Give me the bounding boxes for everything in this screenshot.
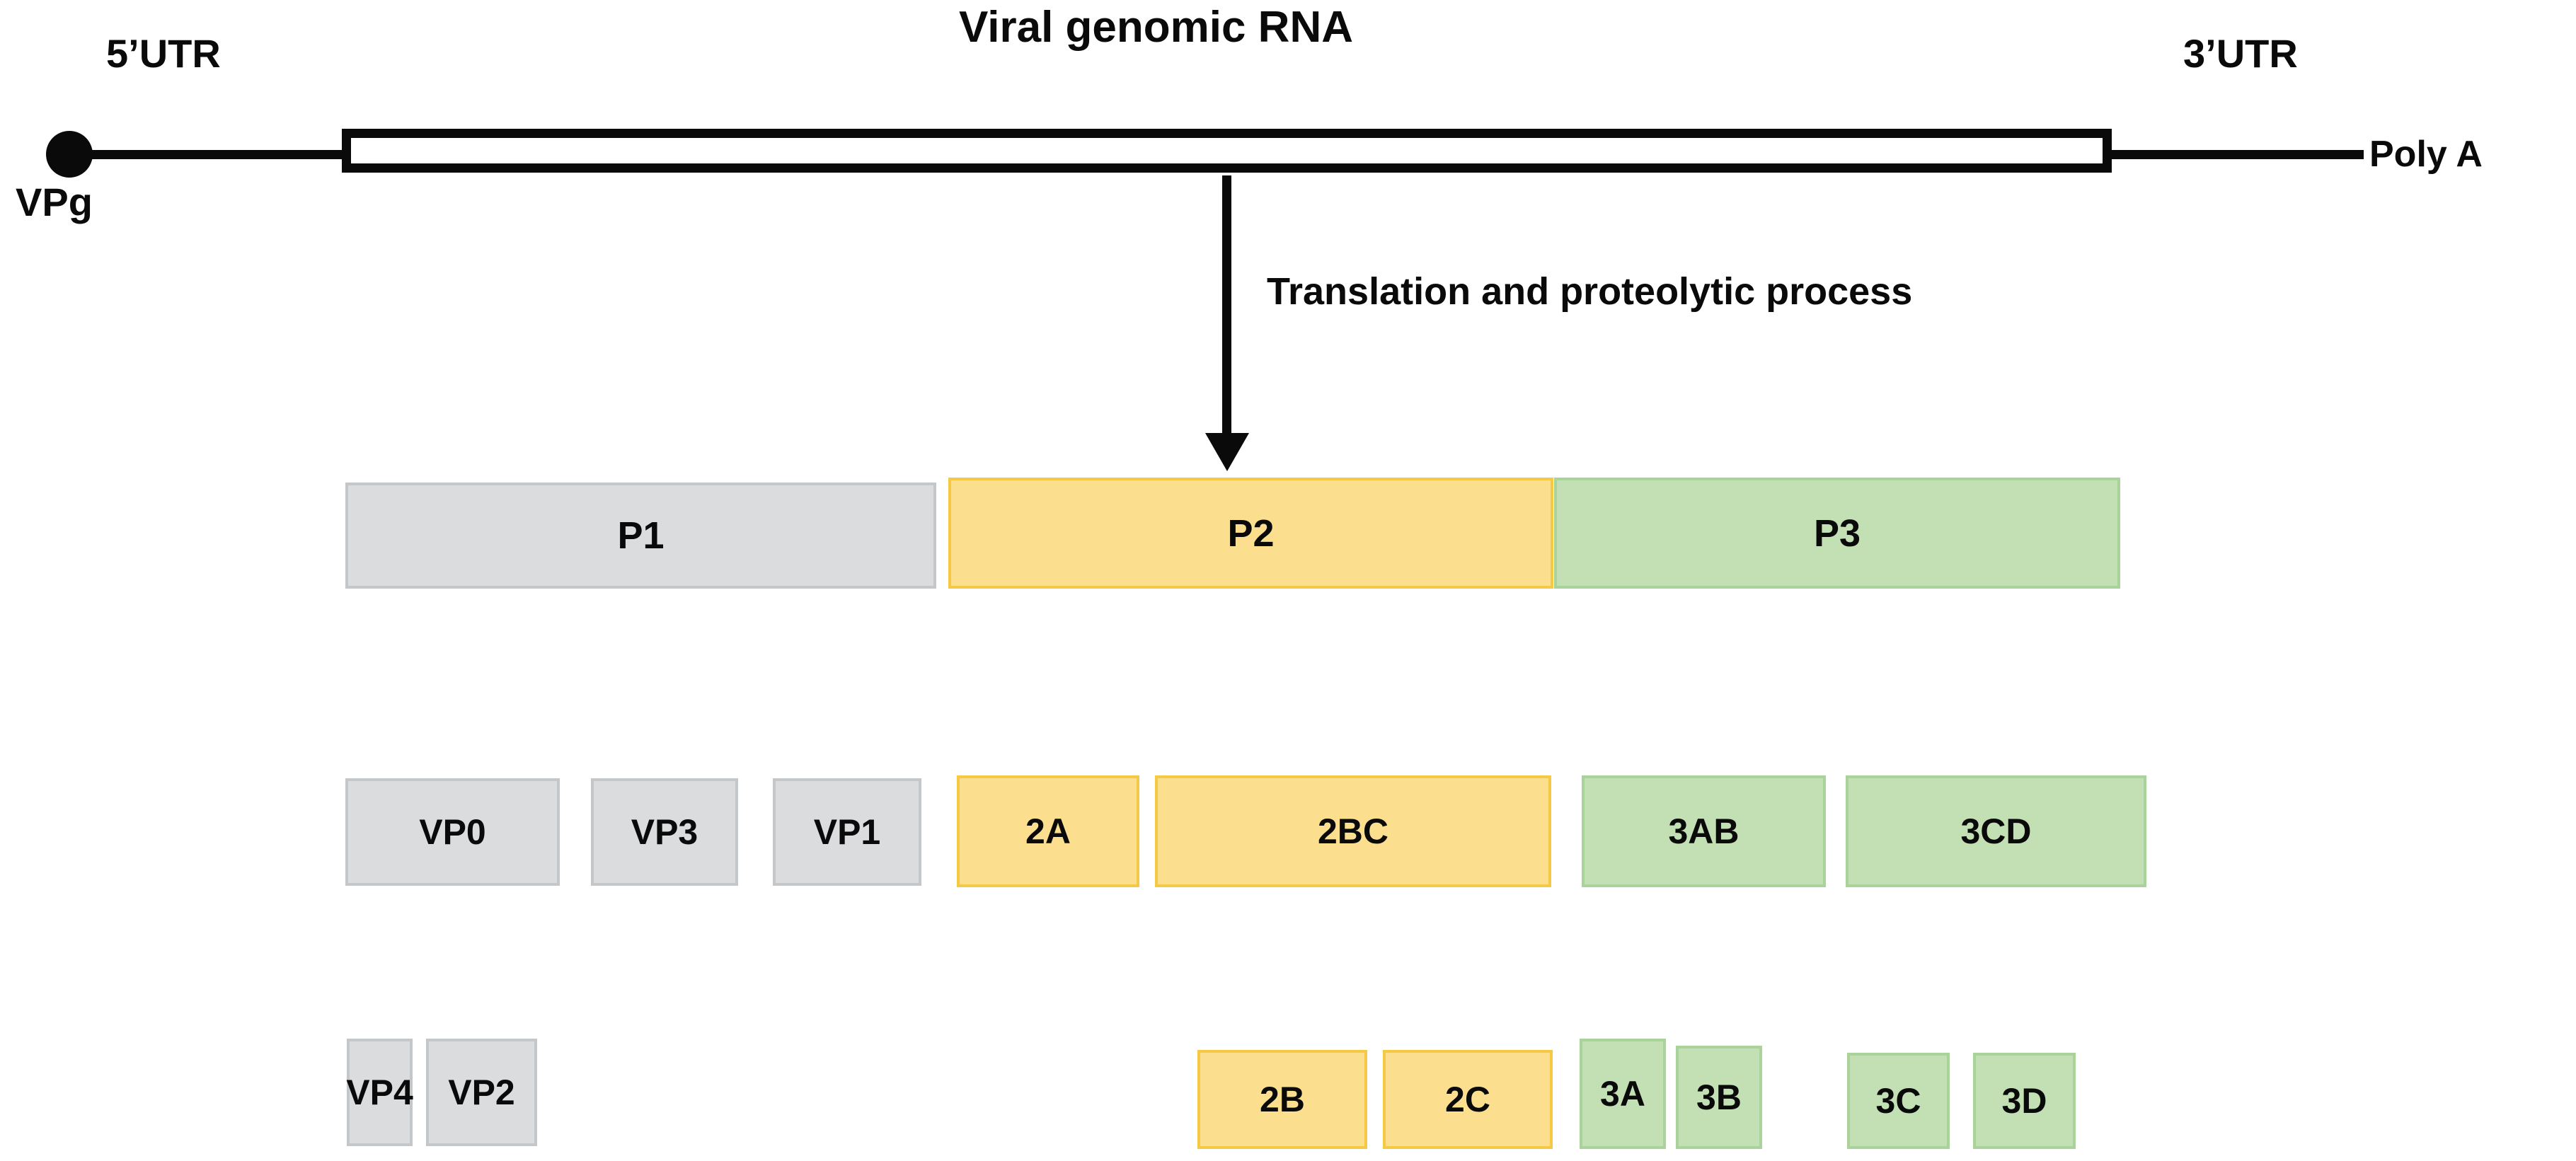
translation-process-label: Translation and proteolytic process bbox=[1267, 270, 1913, 313]
protein-box-p2[interactable]: P2 bbox=[948, 478, 1553, 589]
protein-box-2b[interactable]: 2B bbox=[1197, 1050, 1367, 1149]
protein-box-3c[interactable]: 3C bbox=[1847, 1053, 1950, 1149]
protein-box-2a[interactable]: 2A bbox=[957, 775, 1139, 887]
protein-box-2c[interactable]: 2C bbox=[1383, 1050, 1553, 1149]
three-prime-utr-label: 3’UTR bbox=[2183, 31, 2298, 76]
protein-box-vp4[interactable]: VP4 bbox=[346, 1039, 413, 1146]
protein-box-vp3[interactable]: VP3 bbox=[591, 778, 738, 886]
protein-box-3b[interactable]: 3B bbox=[1676, 1046, 1762, 1149]
protein-box-3a[interactable]: 3A bbox=[1580, 1039, 1666, 1149]
translation-arrow-shaft bbox=[1222, 175, 1231, 437]
five-prime-utr-line bbox=[69, 150, 349, 159]
poly-a-label: Poly A bbox=[2369, 134, 2483, 175]
protein-box-vp1[interactable]: VP1 bbox=[773, 778, 921, 886]
open-reading-frame-box bbox=[342, 129, 2112, 173]
three-prime-utr-line bbox=[2109, 150, 2364, 159]
five-prime-utr-label: 5’UTR bbox=[106, 31, 221, 76]
diagram-title: Viral genomic RNA bbox=[959, 3, 1354, 52]
translation-arrow-head bbox=[1205, 433, 1249, 471]
protein-box-vp0[interactable]: VP0 bbox=[345, 778, 560, 886]
protein-box-3cd[interactable]: 3CD bbox=[1846, 775, 2146, 887]
protein-box-p1[interactable]: P1 bbox=[345, 483, 936, 589]
protein-box-p3[interactable]: P3 bbox=[1554, 478, 2120, 589]
protein-box-2bc[interactable]: 2BC bbox=[1155, 775, 1551, 887]
protein-box-vp2[interactable]: VP2 bbox=[426, 1039, 537, 1146]
protein-box-3ab[interactable]: 3AB bbox=[1582, 775, 1826, 887]
vpg-label: VPg bbox=[16, 180, 93, 224]
protein-box-3d[interactable]: 3D bbox=[1973, 1053, 2076, 1149]
